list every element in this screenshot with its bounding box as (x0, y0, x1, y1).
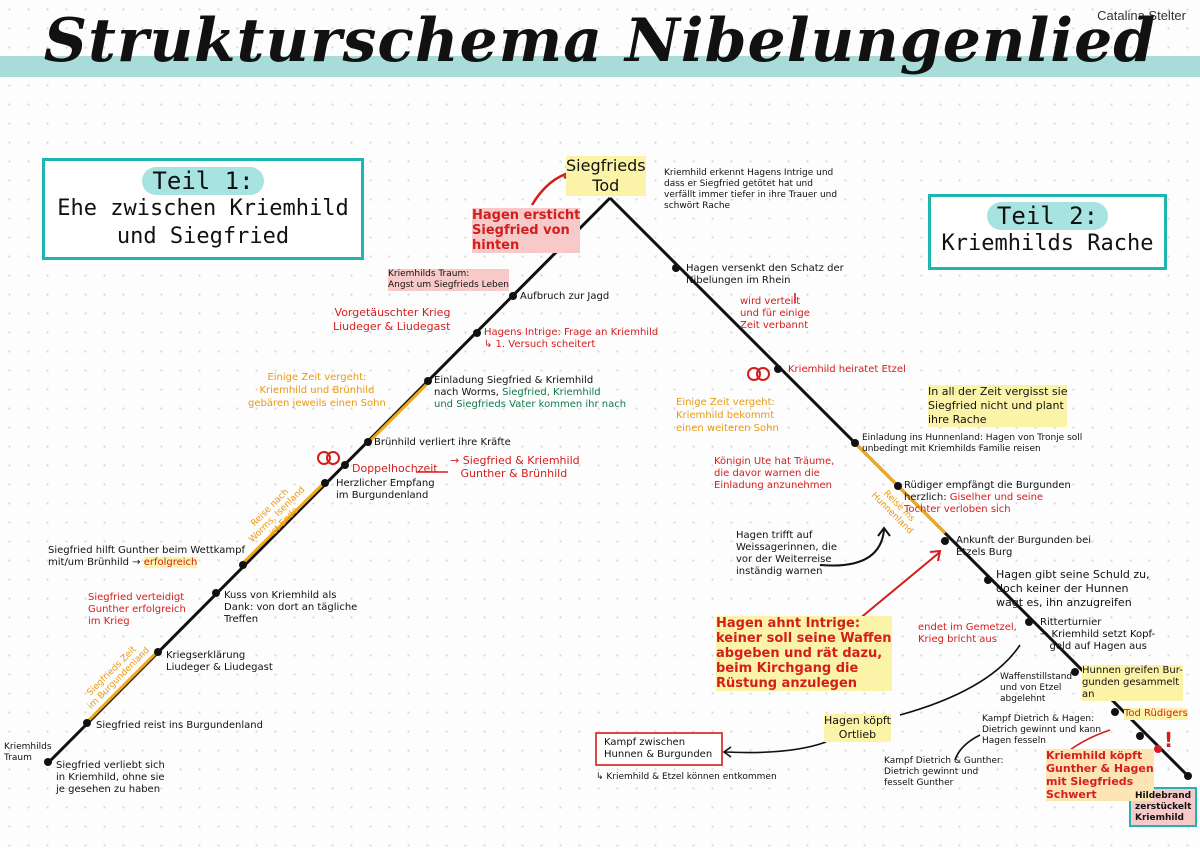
note-kriegserklaerung: Kriegserklärung Liudeger & Liudegast (166, 650, 273, 673)
exclamation-icon: ! (1164, 728, 1174, 752)
note-einladung: Einladung Siegfried & Kriemhild nach Wor… (434, 375, 626, 411)
note-wettkampf: Siegfried hilft Gunther beim Wettkampf m… (48, 545, 245, 569)
note-hunnen-greifen: Hunnen greifen Bur- gunden gesammelt an (1082, 665, 1183, 701)
note-couples: → Siegfried & Kriemhild Gunther & Brünhi… (450, 454, 580, 480)
left-orange-segment-3 (238, 480, 327, 568)
note-ankunft: Ankunft der Burgunden bei Etzels Burg (956, 535, 1092, 558)
note-dietrich-gunther: Kampf Dietrich & Gunther: Dietrich gewin… (884, 756, 1004, 788)
note-ruediger: Rüdiger empfängt die Burgunden herzlich:… (904, 480, 1071, 516)
arrow-hagen-trifft-icon (819, 529, 885, 567)
left-orange-segment-2 (83, 652, 157, 726)
note-ruediger-text: Rüdiger empfängt die Burgunden herzlich: (904, 480, 1071, 503)
note-ahnt: Hagen ahnt Intrige: keiner soll seine Wa… (716, 616, 892, 691)
note-heiratet: Kriemhild heiratet Etzel (788, 364, 906, 375)
part2-text: Kriemhilds Rache (941, 231, 1154, 256)
note-kampf-box: Kampf zwischen Hunnen & Burgunden (604, 737, 713, 760)
part1-text2: und Siegfried (116, 224, 290, 249)
note-vergisst: In all der Zeit vergisst sie Siegfried n… (928, 385, 1068, 427)
note-traum-start: Kriemhilds Traum (4, 742, 52, 763)
note-empfang: Herzlicher Empfang im Burgundenland (336, 478, 435, 501)
note-koepft: Kriemhild köpft Gunther & Hagen mit Sieg… (1046, 749, 1154, 801)
note-versenkt: Hagen versenkt den Schatz der Nibelungen… (686, 263, 844, 286)
note-doppelhochzeit: Doppelhochzeit (352, 462, 438, 475)
part2-box: Teil 2: Kriemhilds Rache (928, 194, 1167, 270)
note-wettkampf-hl: erfolgreich (143, 557, 198, 568)
note-tod-ruedigers: Tod Rüdigers (1124, 708, 1188, 720)
note-brunhild: Brünhild verliert ihre Kräfte (374, 437, 511, 448)
part1-box: Teil 1: Ehe zwischen Kriemhild und Siegf… (42, 158, 364, 260)
title-band (0, 56, 1200, 77)
right-event-dots (672, 264, 1192, 780)
part1-text1: Ehe zwischen Kriemhild (57, 196, 349, 221)
author-name: Catalina Stelter (1097, 8, 1186, 23)
note-koenigin: Königin Ute hat Träume, die davor warnen… (714, 456, 835, 491)
arrow-dietrich-icon (954, 734, 981, 761)
part2-label: Teil 2: (986, 202, 1109, 230)
note-aufbruch: Aufbruch zur Jagd (520, 291, 610, 302)
note-verliebt: Siegfried verliebt sich in Kriemhild, oh… (56, 760, 165, 795)
note-verteilt: wird verteilt und für einige Zeit verban… (740, 296, 810, 331)
note-dream: Kriemhilds Traum: Angst um Siegfrieds Le… (388, 269, 509, 291)
page-title: Strukturschema Nibelungenlied (43, 6, 1157, 76)
note-einige-zeit: Einige Zeit vergeht: Kriemhild bekommt e… (676, 397, 779, 434)
part1-label: Teil 1: (142, 167, 264, 195)
note-gemetzel: endet im Gemetzel, Krieg bricht aus (918, 622, 1017, 645)
note-some-time: Einige Zeit vergeht: Kriemhild und Brünh… (248, 372, 386, 409)
kampf-box (595, 732, 723, 766)
ring-icon (317, 367, 770, 465)
apex-note: Kriemhild erkennt Hagens Intrige und das… (664, 168, 838, 211)
arrow-gemetzel-icon (899, 644, 1021, 716)
note-ritterturnier: Ritterturnier → Kriemhild setzt Kopf- ge… (1040, 617, 1156, 652)
arrow-kampf-icon (724, 741, 827, 754)
note-intrige: Hagens Intrige: Frage an Kriemhild ↳ 1. … (484, 327, 659, 350)
note-waffenstillstand: Waffenstillstand und von Etzel abgelehnt (1000, 672, 1073, 704)
arrow-ahnt-icon (857, 551, 941, 621)
note-kuss: Kuss von Kriemhild als Dank: von dort an… (224, 590, 358, 625)
note-hagen-trifft: Hagen trifft auf Weissagerinnen, die vor… (736, 530, 837, 577)
note-defends: Siegfried verteidigt Gunther erfolgreich… (88, 592, 186, 627)
note-fake-war: Vorgetäuschter Krieg Liudeger & Liudegas… (333, 306, 451, 333)
left-orange-segment-1 (368, 379, 432, 443)
note-kaempft: Hagen köpft Ortlieb (824, 714, 891, 742)
note-ruediger-red: Giselher und seine Tochter verloben sich (904, 492, 1044, 515)
note-schuld: Hagen gibt seine Schuld zu, doch keiner … (996, 568, 1150, 609)
note-einladung-green: Siegfried, Kriemhild und Siegfrieds Vate… (434, 387, 627, 410)
note-reist-ins: Siegfried reist ins Burgundenland (96, 720, 263, 731)
note-einladung-hunnen: Einladung ins Hunnenland: Hagen von Tron… (862, 433, 1083, 454)
note-dietrich-hagen: Kampf Dietrich & Hagen: Dietrich gewinnt… (982, 714, 1102, 746)
note-entkommen: ↳ Kriemhild & Etzel können entkommen (596, 772, 777, 782)
note-hildebrand: Hildebrand zerstückelt Kriemhild (1135, 791, 1192, 823)
apex-label: Siegfrieds Tod (566, 156, 646, 196)
note-einladung-black: Einladung Siegfried & Kriemhild nach Wor… (434, 375, 594, 398)
note-wettkampf-text: Siegfried hilft Gunther beim Wettkampf m… (48, 545, 246, 568)
note-hagen-kills: Hagen ersticht Siegfried von hinten (472, 208, 581, 253)
